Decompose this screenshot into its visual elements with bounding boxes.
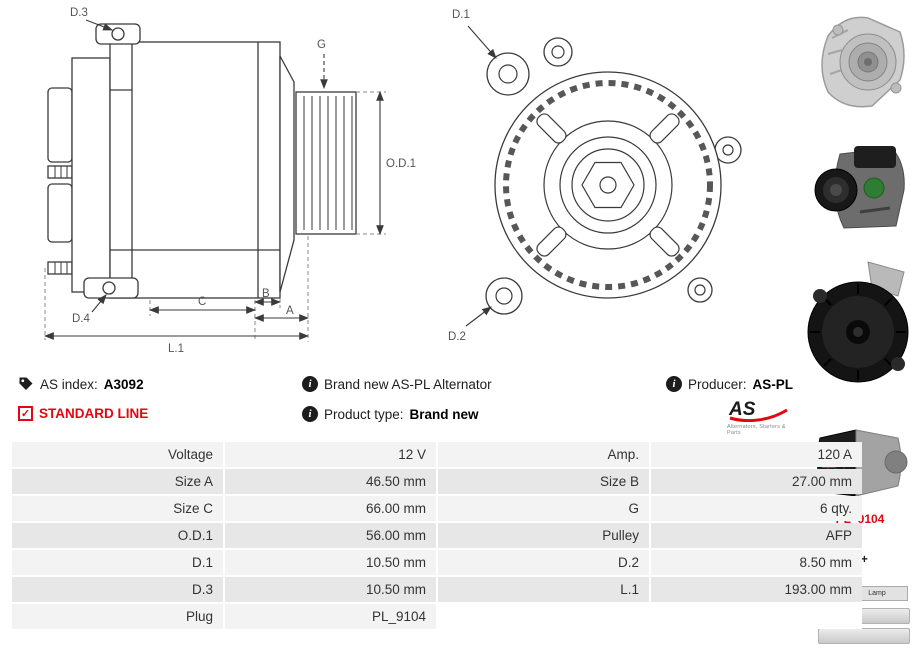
producer-label: Producer: [688,376,747,392]
spec-label: L.1 [438,577,649,602]
dim-label-d3: D.3 [70,7,88,19]
spec-value: 56.00 mm [225,523,436,548]
spec-value: 27.00 mm [651,469,862,494]
product-photo-1 [808,8,912,114]
spec-label: Size C [12,496,223,521]
dim-label-a: A [286,305,294,317]
spec-value: 120 A [651,442,862,467]
as-pl-logo-tagline: Alternators, Starters & Parts [727,424,786,436]
info-icon: i [302,406,318,422]
spec-label: Plug [12,604,223,629]
dim-label-d4: D.4 [72,313,91,325]
table-row: Voltage 12 V Amp. 120 A [12,442,862,467]
spec-label: Size A [12,469,223,494]
spec-label: D.3 [12,577,223,602]
spec-table: Voltage 12 V Amp. 120 A Size A 46.50 mm … [10,440,864,631]
dim-label-d1: D.1 [452,9,470,21]
spec-label: G [438,496,649,521]
spec-label: Voltage [12,442,223,467]
spec-label: O.D.1 [12,523,223,548]
spec-value: 193.00 mm [651,577,862,602]
as-index-label: AS index: [40,376,98,392]
info-icon: i [302,376,318,392]
spec-value: 10.50 mm [225,550,436,575]
front-view-drawing: D.1 D.2 [448,9,742,343]
spec-value: 12 V [225,442,436,467]
as-index-value: A3092 [103,376,144,392]
table-row: Plug PL_9104 [12,604,862,629]
spec-value: 8.50 mm [651,550,862,575]
tag-icon [18,376,34,392]
spec-label: Pulley [438,523,649,548]
spec-value: AFP [651,523,862,548]
dim-label-c: C [198,296,206,308]
spec-label: Size B [438,469,649,494]
product-type-label: Product type: [324,406,404,422]
plug-image-bar-2 [818,628,910,644]
dim-label-l1: L.1 [168,343,184,355]
side-view-drawing: D.3 G O.D.1 D.4 C B A L.1 [43,7,416,355]
standard-line: ✓ STANDARD LINE [18,406,148,421]
spec-label: D.1 [12,550,223,575]
spec-value: 46.50 mm [225,469,436,494]
table-row: Size A 46.50 mm Size B 27.00 mm [12,469,862,494]
spec-value: 66.00 mm [225,496,436,521]
brand-new-text: Brand new AS-PL Alternator [324,376,492,392]
table-row: D.3 10.50 mm L.1 193.00 mm [12,577,862,602]
dim-label-g: G [317,39,326,51]
spec-value [651,604,862,629]
brand-new-note: i Brand new AS-PL Alternator [302,376,492,392]
table-row: Size C 66.00 mm G 6 qty. [12,496,862,521]
product-photo-3 [806,256,912,390]
product-type: i Product type: Brand new [302,406,479,422]
dim-label-b: B [262,288,270,300]
checkbox-icon: ✓ [18,406,33,421]
as-pl-logo: AS Alternators, Starters & Parts [727,398,795,436]
as-index: AS index: A3092 [18,376,144,392]
product-photo-2 [810,138,910,238]
table-row: O.D.1 56.00 mm Pulley AFP [12,523,862,548]
spec-label: D.2 [438,550,649,575]
dim-label-od1: O.D.1 [386,158,416,170]
product-type-value: Brand new [409,406,479,422]
spec-value: 6 qty. [651,496,862,521]
info-icon: i [666,376,682,392]
plug-pin-desc: Lamp [847,587,907,600]
standard-line-label: STANDARD LINE [39,406,149,421]
producer-value: AS-PL [752,376,794,392]
producer: i Producer: AS-PL [666,376,793,392]
dim-label-d2: D.2 [448,331,466,343]
table-row: D.1 10.50 mm D.2 8.50 mm [12,550,862,575]
spec-value: 10.50 mm [225,577,436,602]
spec-label [438,604,649,629]
spec-value: PL_9104 [225,604,436,629]
spec-label: Amp. [438,442,649,467]
as-pl-logo-text: AS [728,399,756,420]
